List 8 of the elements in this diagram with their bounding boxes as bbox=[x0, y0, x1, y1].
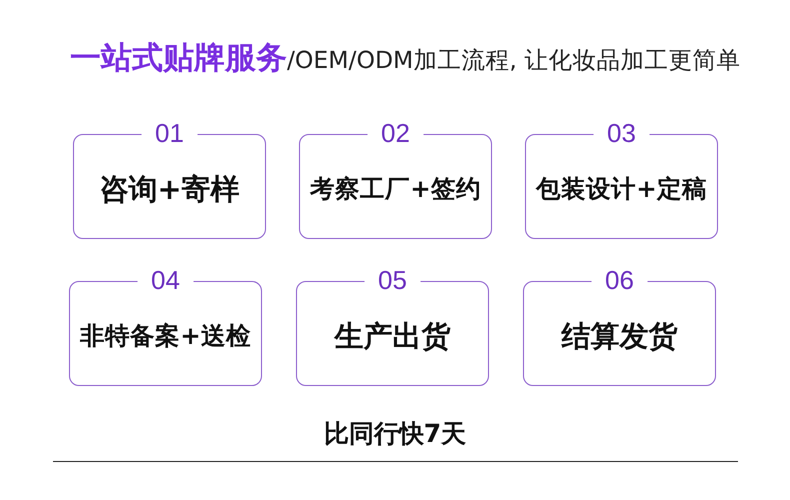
step-title: 咨询+寄样 bbox=[98, 171, 241, 208]
title: 一站式贴牌服务/OEM/ODM加工流程, 让化妆品加工更简单 bbox=[70, 39, 740, 78]
step-title: 生产出货 bbox=[332, 318, 452, 355]
step-title: 包装设计+定稿 bbox=[534, 173, 708, 206]
note-text: 比同行快7天 bbox=[324, 418, 466, 450]
step-title: 考察工厂+签约 bbox=[308, 173, 482, 206]
step-title: 结算发货 bbox=[560, 318, 678, 355]
step-title: 非特备案+送检 bbox=[79, 320, 252, 352]
